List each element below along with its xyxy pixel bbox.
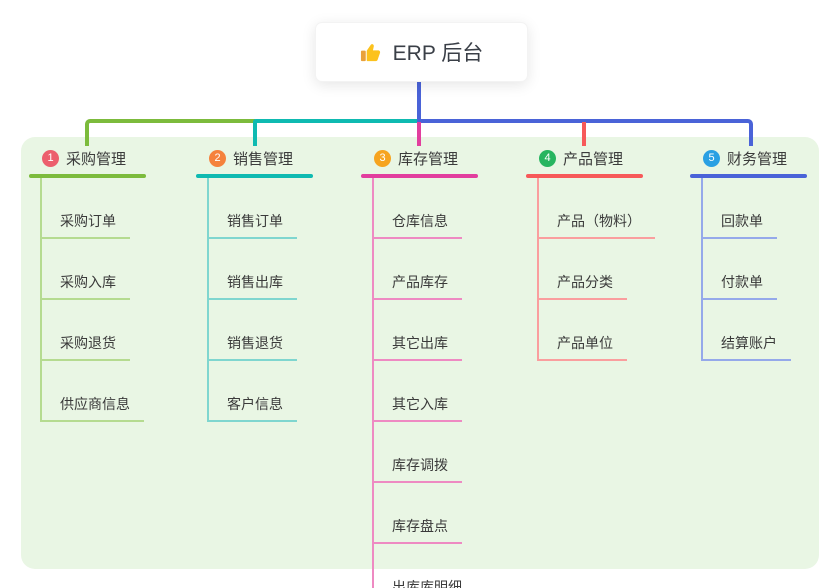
branch-number-badge: 2 <box>209 149 226 167</box>
root-connector-line <box>417 81 421 121</box>
child-item: 采购订单 <box>42 178 130 239</box>
child-item: 供应商信息 <box>42 361 144 422</box>
child-item: 其它出库 <box>374 300 462 361</box>
connector-spine-middle <box>253 119 419 146</box>
branch-number-badge: 4 <box>539 149 556 167</box>
mindmap-panel <box>21 137 819 569</box>
branch-purchase: 1 采购管理 采购订单 采购入库 采购退货 供应商信息 <box>29 145 146 422</box>
branch-finance: 5 财务管理 回款单 付款单 结算账户 <box>690 145 807 361</box>
child-item: 库存调拨 <box>374 422 462 483</box>
branch-children: 产品（物料） 产品分类 产品单位 <box>537 178 655 361</box>
branch-underline <box>196 174 313 178</box>
child-item: 其它入库 <box>374 361 462 422</box>
branch-header: 3 库存管理 <box>361 145 478 171</box>
child-item: 销售出库 <box>209 239 297 300</box>
child-item: 付款单 <box>703 239 777 300</box>
branch-sales: 2 销售管理 销售订单 销售出库 销售退货 客户信息 <box>196 145 313 422</box>
branch-underline <box>690 174 807 178</box>
child-item: 库存盘点 <box>374 483 462 544</box>
child-item: 销售订单 <box>209 178 297 239</box>
branch-underline <box>29 174 146 178</box>
child-item: 产品分类 <box>539 239 627 300</box>
branch-header: 1 采购管理 <box>29 145 146 171</box>
connector-drop-inventory <box>417 122 421 146</box>
thumbs-up-icon <box>360 43 380 61</box>
child-item: 销售退货 <box>209 300 297 361</box>
branch-number-badge: 1 <box>42 149 59 167</box>
branch-number-badge: 5 <box>703 149 720 167</box>
child-item: 回款单 <box>703 178 777 239</box>
connector-spine-left <box>85 119 255 146</box>
root-label: ERP 后台 <box>392 42 484 65</box>
branch-product: 4 产品管理 产品（物料） 产品分类 产品单位 <box>526 145 655 361</box>
branch-number-badge: 3 <box>374 149 391 167</box>
branch-label: 采购管理 <box>66 150 127 168</box>
branch-children: 销售订单 销售出库 销售退货 客户信息 <box>207 178 313 422</box>
branch-inventory: 3 库存管理 仓库信息 产品库存 其它出库 其它入库 库存调拨 库存盘点 出库库… <box>361 145 478 588</box>
child-item: 出库库明细 <box>374 544 476 588</box>
child-item: 产品库存 <box>374 239 462 300</box>
branch-children: 回款单 付款单 结算账户 <box>701 178 807 361</box>
branch-header: 5 财务管理 <box>690 145 807 171</box>
connector-drop-product <box>582 122 586 146</box>
branch-label: 库存管理 <box>398 150 459 168</box>
child-item: 结算账户 <box>703 300 791 361</box>
branch-children: 采购订单 采购入库 采购退货 供应商信息 <box>40 178 146 422</box>
child-item: 采购退货 <box>42 300 130 361</box>
branch-label: 产品管理 <box>563 150 624 168</box>
branch-label: 销售管理 <box>233 150 294 168</box>
child-item: 客户信息 <box>209 361 297 422</box>
branch-label: 财务管理 <box>727 150 788 168</box>
branch-header: 2 销售管理 <box>196 145 313 171</box>
child-item: 产品单位 <box>539 300 627 361</box>
child-item: 产品（物料） <box>539 178 655 239</box>
root-node: ERP 后台 <box>315 22 528 82</box>
child-item: 仓库信息 <box>374 178 462 239</box>
branch-underline <box>526 174 643 178</box>
connector-spine-right <box>417 119 753 146</box>
branch-header: 4 产品管理 <box>526 145 643 171</box>
child-item: 采购入库 <box>42 239 130 300</box>
branch-children: 仓库信息 产品库存 其它出库 其它入库 库存调拨 库存盘点 出库库明细 <box>372 178 478 588</box>
branch-underline <box>361 174 478 178</box>
